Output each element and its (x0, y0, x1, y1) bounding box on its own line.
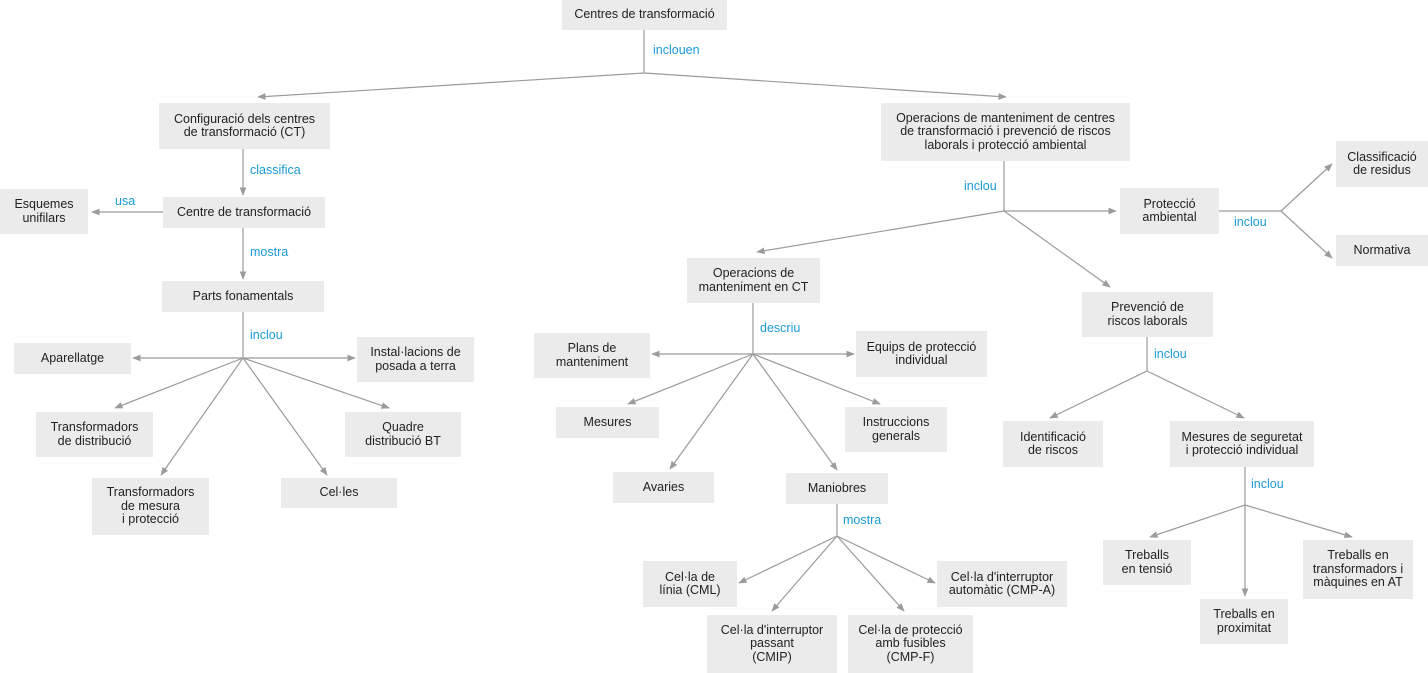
label-classifica: classifica (250, 163, 301, 177)
node-cella-proteccio-fusibles: Cel·la de protecció amb fusibles (CMP-F) (848, 615, 973, 673)
label-inclou-parts: inclou (250, 328, 283, 342)
label-mostra-ct: mostra (250, 245, 289, 259)
label-inclou-prevencio: inclou (1154, 347, 1187, 361)
connector-arrow (836, 535, 936, 584)
label-inclou-operacions: inclou (964, 179, 997, 193)
node-treballs-en-proximitat: Treballs en proximitat (1200, 599, 1288, 644)
connector-arrow (114, 357, 244, 409)
connector-arrow (1280, 210, 1333, 259)
connector-arrow (752, 353, 838, 471)
label-usa: usa (115, 194, 136, 208)
node-treballs-transformadors-maquines: Treballs en transformadors i màquines en… (1303, 540, 1413, 599)
connector-arrow (242, 357, 328, 476)
node-instruccions-generals: Instruccions generals (845, 407, 947, 452)
node-parts-fonamentals: Parts fonamentals (162, 281, 324, 312)
connector-arrow (257, 72, 645, 100)
node-proteccio-ambiental: Protecció ambiental (1120, 188, 1219, 234)
node-mesures: Mesures (556, 407, 659, 438)
connector-arrow (1149, 504, 1246, 538)
connector-arrow (627, 353, 754, 405)
connector-arrow (771, 535, 838, 612)
label-inclou-ambiental: inclou (1234, 215, 1267, 229)
node-normativa: Normativa (1336, 235, 1428, 266)
label-inclou-seguretat: inclou (1251, 477, 1284, 491)
label-mostra-maniobres: mostra (843, 513, 882, 527)
node-plans-manteniment: Plans de manteniment (534, 333, 650, 378)
connector-arrow (160, 357, 244, 476)
label-descriu: descriu (760, 321, 801, 335)
node-identificacio-riscos: Identificació de riscos (1003, 421, 1103, 467)
connector-arrow (669, 353, 754, 470)
connector-arrow (756, 210, 1005, 255)
node-maniobres: Maniobres (786, 473, 888, 504)
connector-arrow (643, 72, 1007, 100)
node-operacions-manteniment-ct: Operacions de manteniment en CT (687, 258, 820, 303)
node-operacions-manteniment-prevencio: Operacions de manteniment de centres de … (881, 103, 1130, 161)
node-celles: Cel·les (281, 478, 397, 508)
node-cella-interruptor-automatic: Cel·la d'interruptor automàtic (CMP-A) (937, 561, 1067, 607)
node-mesures-seguretat: Mesures de seguretat i protecció individ… (1170, 421, 1314, 467)
connector-arrow (752, 353, 881, 405)
node-esquemes-unifilars: Esquemes unifilars (0, 189, 88, 234)
node-configuracio-ct: Configuració dels centres de transformac… (159, 103, 330, 149)
node-installacions-posada-terra: Instal·lacions de posada a terra (357, 337, 474, 382)
node-prevencio-riscos-laborals: Prevenció de riscos laborals (1082, 292, 1213, 337)
connector-arrow (1280, 163, 1333, 212)
connector-arrow (242, 357, 390, 409)
connector-arrow (1244, 504, 1353, 539)
node-classificacio-residus: Classificació de residus (1336, 141, 1428, 187)
node-cella-linia: Cel·la de línia (CML) (643, 561, 737, 607)
connector-arrow (1049, 370, 1148, 419)
connector-arrow (1146, 370, 1245, 419)
node-treballs-en-tensio: Treballs en tensió (1103, 540, 1191, 585)
connector-arrow (738, 535, 838, 584)
node-equips-proteccio-individual: Equips de protecció individual (856, 331, 987, 377)
node-transformadors-mesura: Transformadors de mesura i protecció (92, 478, 209, 535)
node-centres-de-transformacio: Centres de transformació (562, 0, 727, 30)
connector-arrow (1003, 210, 1111, 288)
node-centre-de-transformacio: Centre de transformació (163, 197, 325, 228)
node-aparellatge: Aparellatge (14, 343, 131, 374)
node-transformadors-distribucio: Transformadors de distribució (36, 412, 153, 457)
node-quadre-distribucio-bt: Quadre distribució BT (345, 412, 461, 457)
node-avaries: Avaries (613, 472, 714, 503)
connector-arrow (836, 535, 905, 612)
node-cella-interruptor-passant: Cel·la d'interruptor passant (CMIP) (707, 615, 837, 673)
label-inclouen: inclouen (653, 43, 700, 57)
